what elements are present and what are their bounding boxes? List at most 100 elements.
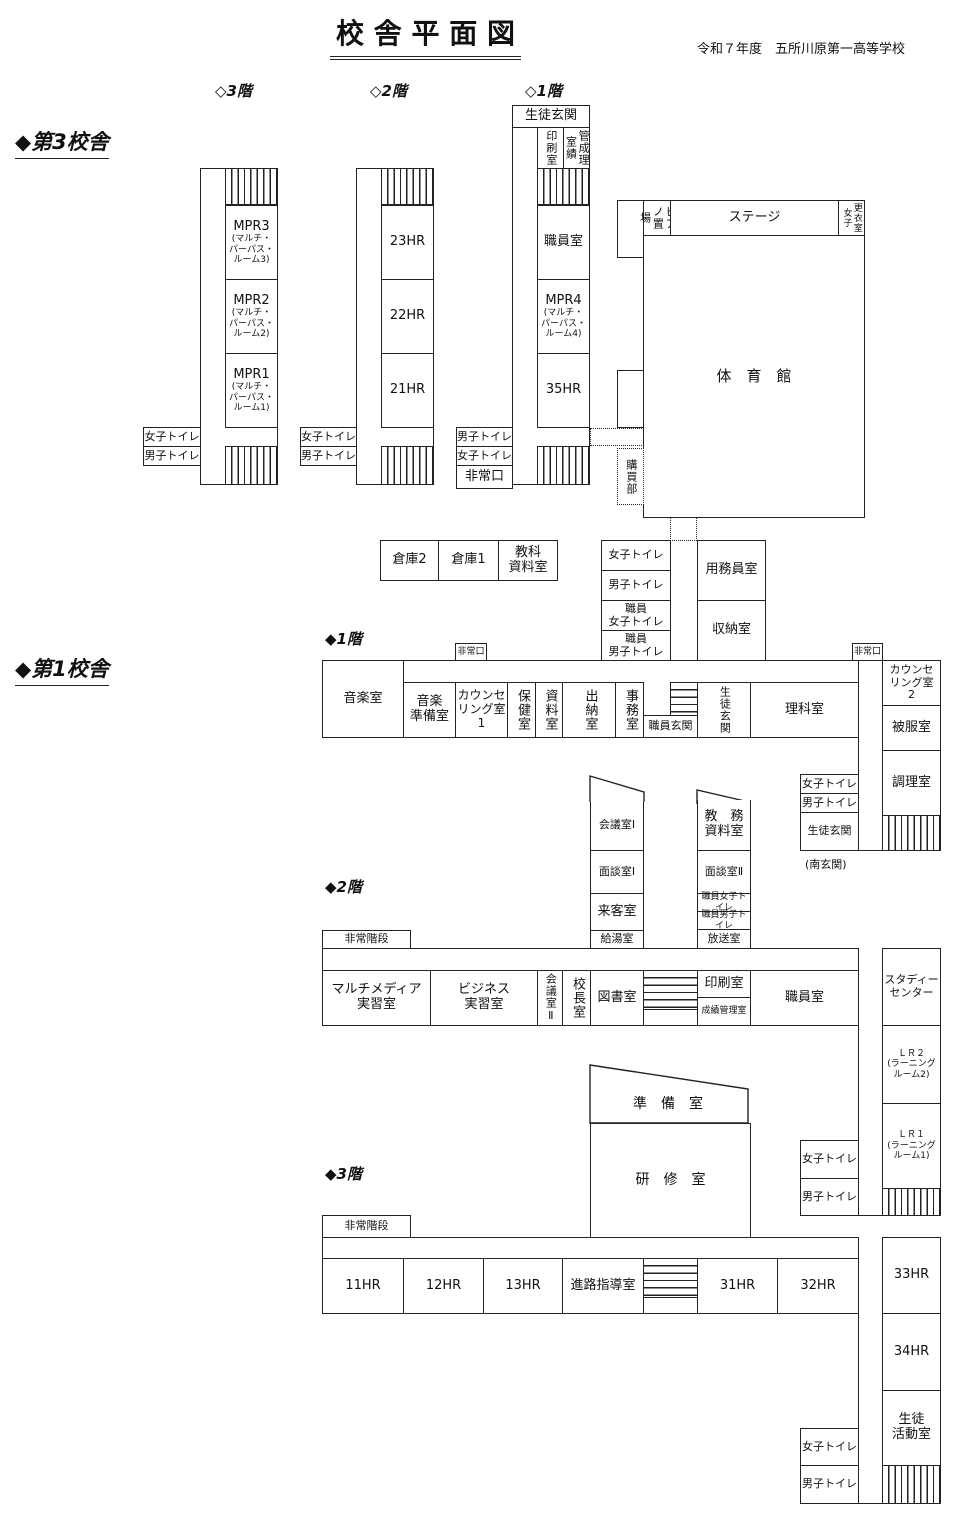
staff-toilet-women: 職員 女子トイレ	[601, 600, 671, 631]
floor-label: ◆1階	[325, 630, 362, 648]
emergency-exit: 非常口	[456, 465, 513, 489]
south-entrance-label: (南玄関)	[805, 858, 847, 871]
room-staff: 職員室	[537, 205, 590, 280]
room-mpr4: MPR4(マルチ・ パーパス・ ルーム4)	[537, 279, 590, 354]
room-name: MPR3	[233, 218, 270, 234]
room-name: MPR2	[233, 292, 270, 308]
room-23hr: 23HR	[381, 205, 434, 280]
floor-label: ◇3階	[215, 82, 252, 100]
stairs	[537, 446, 590, 485]
toilet-women: 女子トイレ	[300, 427, 357, 447]
emergency-exit: 非常口	[852, 643, 883, 661]
learning-room-1: ＬＲ１ (ラーニングルーム1)	[882, 1103, 941, 1189]
materials-room: 教科 資料室	[498, 540, 558, 581]
room-22hr: 22HR	[381, 279, 434, 354]
toilet-women: 女子トイレ	[800, 1428, 859, 1466]
documents-room: 資料室	[535, 682, 563, 738]
stairs	[643, 1258, 698, 1298]
toilet-women: 女子トイレ	[601, 540, 671, 571]
staff-room: 職員室	[750, 970, 859, 1026]
toilet-women: 女子トイレ	[800, 774, 859, 794]
school-store: 購買部	[617, 448, 644, 505]
toilet-women: 女子トイレ	[800, 1140, 859, 1179]
room-kitchen: 給湯室	[590, 930, 644, 949]
career-guidance-room: 進路指導室	[562, 1258, 644, 1314]
floor-label: ◇1階	[525, 82, 562, 100]
principal-room: 校長室	[562, 970, 591, 1026]
emergency-exit: 非常口	[455, 643, 487, 661]
room-sub: (マルチ・ パーパス・ ルーム1)	[229, 382, 274, 414]
connecting-corridor	[670, 517, 697, 541]
training-room: 研 修 室	[590, 1123, 751, 1238]
toilet-men: 男子トイレ	[800, 1465, 859, 1504]
toilet-men: 男子トイレ	[456, 427, 513, 447]
office: 事務室	[615, 682, 644, 738]
room-print: 印刷室	[537, 127, 564, 169]
counseling-room-2: カウンセ リング室 2	[882, 660, 941, 706]
storage-2: 倉庫2	[380, 540, 439, 581]
janitor-room: 用務員室	[697, 540, 766, 601]
music-room: 音楽室	[322, 660, 404, 738]
connecting-corridor	[590, 428, 644, 446]
room-sub: (マルチ・ パーパス・ ルーム4)	[541, 308, 586, 340]
room-12hr: 12HR	[403, 1258, 484, 1314]
room-sub: (マルチ・ パーパス・ ルーム2)	[229, 308, 274, 340]
gymnasium: 体 育 館	[643, 235, 865, 518]
toilet-men: 男子トイレ	[800, 1178, 859, 1216]
stairs	[225, 446, 278, 485]
student-activity-room: 生徒 活動室	[882, 1390, 941, 1466]
prep-room: 準 備 室	[633, 1096, 703, 1112]
study-center: スタディー センター	[882, 948, 941, 1026]
room-interview-2: 面談室Ⅱ	[697, 850, 751, 894]
room-mpr1: MPR1(マルチ・ パーパス・ ルーム1)	[225, 353, 278, 428]
room-11hr: 11HR	[322, 1258, 404, 1314]
cashier-room: 出納室	[562, 682, 616, 738]
room-34hr: 34HR	[882, 1313, 941, 1391]
wing-roof	[589, 775, 645, 802]
room-name: MPR4	[545, 292, 582, 308]
room-name: MPR1	[233, 366, 270, 382]
stage: ステージ	[670, 200, 839, 236]
room-mpr2: MPR2(マルチ・ パーパス・ ルーム2)	[225, 279, 278, 354]
fire-stairs: 非常階段	[322, 930, 411, 949]
building-label: ◆第1校舎	[15, 653, 109, 686]
stairs	[882, 1465, 941, 1504]
floor-label: ◆2階	[325, 878, 362, 896]
corridor	[858, 1313, 883, 1504]
library: 図書室	[590, 970, 644, 1026]
business-room: ビジネス 実習室	[430, 970, 538, 1026]
toilet-men: 男子トイレ	[601, 570, 671, 601]
science-room: 理科室	[750, 682, 859, 738]
building-label: ◆第3校舎	[15, 126, 109, 159]
storage-1: 倉庫1	[438, 540, 499, 581]
room-academic-materials: 教 務 資料室	[697, 800, 751, 851]
stairs	[225, 168, 278, 205]
multimedia-room: マルチメディア 実習室	[322, 970, 431, 1026]
stairs	[381, 446, 434, 485]
staff-toilet-men: 職員男子トイレ	[697, 910, 751, 931]
room-interview-1: 面談室Ⅰ	[590, 850, 644, 894]
stairs	[381, 168, 434, 205]
page-title: 校 舎 平 面 図	[330, 12, 521, 60]
stairs	[882, 815, 941, 851]
counseling-room-1: カウンセ リング室 1	[455, 682, 508, 738]
clothing-room: 被服室	[882, 705, 941, 751]
storage-room: 収納室	[697, 600, 766, 661]
stairs	[882, 1188, 941, 1216]
room-31hr: 31HR	[697, 1258, 778, 1314]
gym-side	[617, 370, 644, 428]
toilet-men: 男子トイレ	[300, 446, 357, 466]
toilet-women: 女子トイレ	[143, 427, 201, 447]
room-33hr: 33HR	[882, 1237, 941, 1314]
staff-entrance: 職員玄関	[643, 715, 698, 738]
room-35hr: 35HR	[537, 353, 590, 428]
stairs	[643, 970, 698, 1010]
floor-label: ◇2階	[370, 82, 407, 100]
room-meeting-1: 会議室Ⅰ	[590, 800, 644, 851]
toilet-women: 女子トイレ	[456, 446, 513, 466]
room-mpr3: MPR3(マルチ・ パーパス・ ルーム3)	[225, 205, 278, 280]
student-entrance: 生徒玄関	[697, 682, 751, 738]
corridor	[858, 1025, 883, 1216]
room-32hr: 32HR	[777, 1258, 859, 1314]
